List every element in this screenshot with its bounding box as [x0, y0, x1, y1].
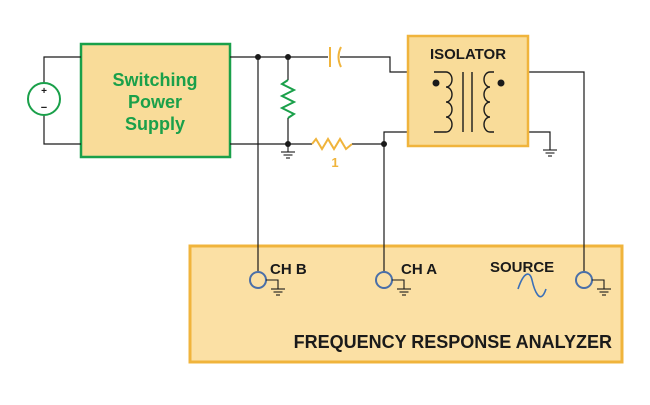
ground-icon	[543, 149, 557, 157]
injection-resistor-value: 1	[331, 155, 338, 170]
analyzer-panel	[188, 244, 624, 364]
power-supply-box	[79, 42, 232, 159]
junction-dot	[255, 54, 261, 60]
isolator-label: ISOLATOR	[430, 46, 506, 63]
power-supply-label-line3: Supply	[125, 114, 185, 134]
bottom-rail-wire	[230, 131, 434, 145]
top-rail-wire	[230, 56, 434, 73]
junction-dot	[285, 54, 291, 60]
analyzer-title: FREQUENCY RESPONSE ANALYZER	[294, 332, 612, 352]
junction-dot	[381, 141, 387, 147]
transformer-dot-secondary	[497, 79, 505, 87]
ground-icon	[281, 144, 295, 159]
source-wire	[43, 56, 81, 145]
ground-icon	[392, 279, 411, 296]
sine-wave-icon	[517, 273, 547, 298]
ch-b-label: CH B	[270, 261, 307, 278]
ground-icon	[592, 279, 611, 296]
transformer-symbol	[434, 71, 494, 133]
dc-source-symbol	[27, 82, 61, 116]
source-label: SOURCE	[490, 259, 554, 276]
ground-icon	[266, 279, 285, 296]
power-supply-label-line2: Power	[128, 92, 182, 112]
power-supply-label-line1: Switching	[113, 70, 198, 90]
dc-source-minus: −	[41, 102, 47, 114]
capacitor-symbol	[329, 46, 342, 68]
shunt-resistor-symbol	[279, 79, 297, 119]
dc-source-plus: +	[41, 86, 47, 97]
ch-a-label: CH A	[401, 261, 437, 278]
isolator-box	[406, 34, 530, 148]
injection-resistor-symbol	[311, 137, 353, 151]
transformer-dot-primary	[432, 79, 440, 87]
